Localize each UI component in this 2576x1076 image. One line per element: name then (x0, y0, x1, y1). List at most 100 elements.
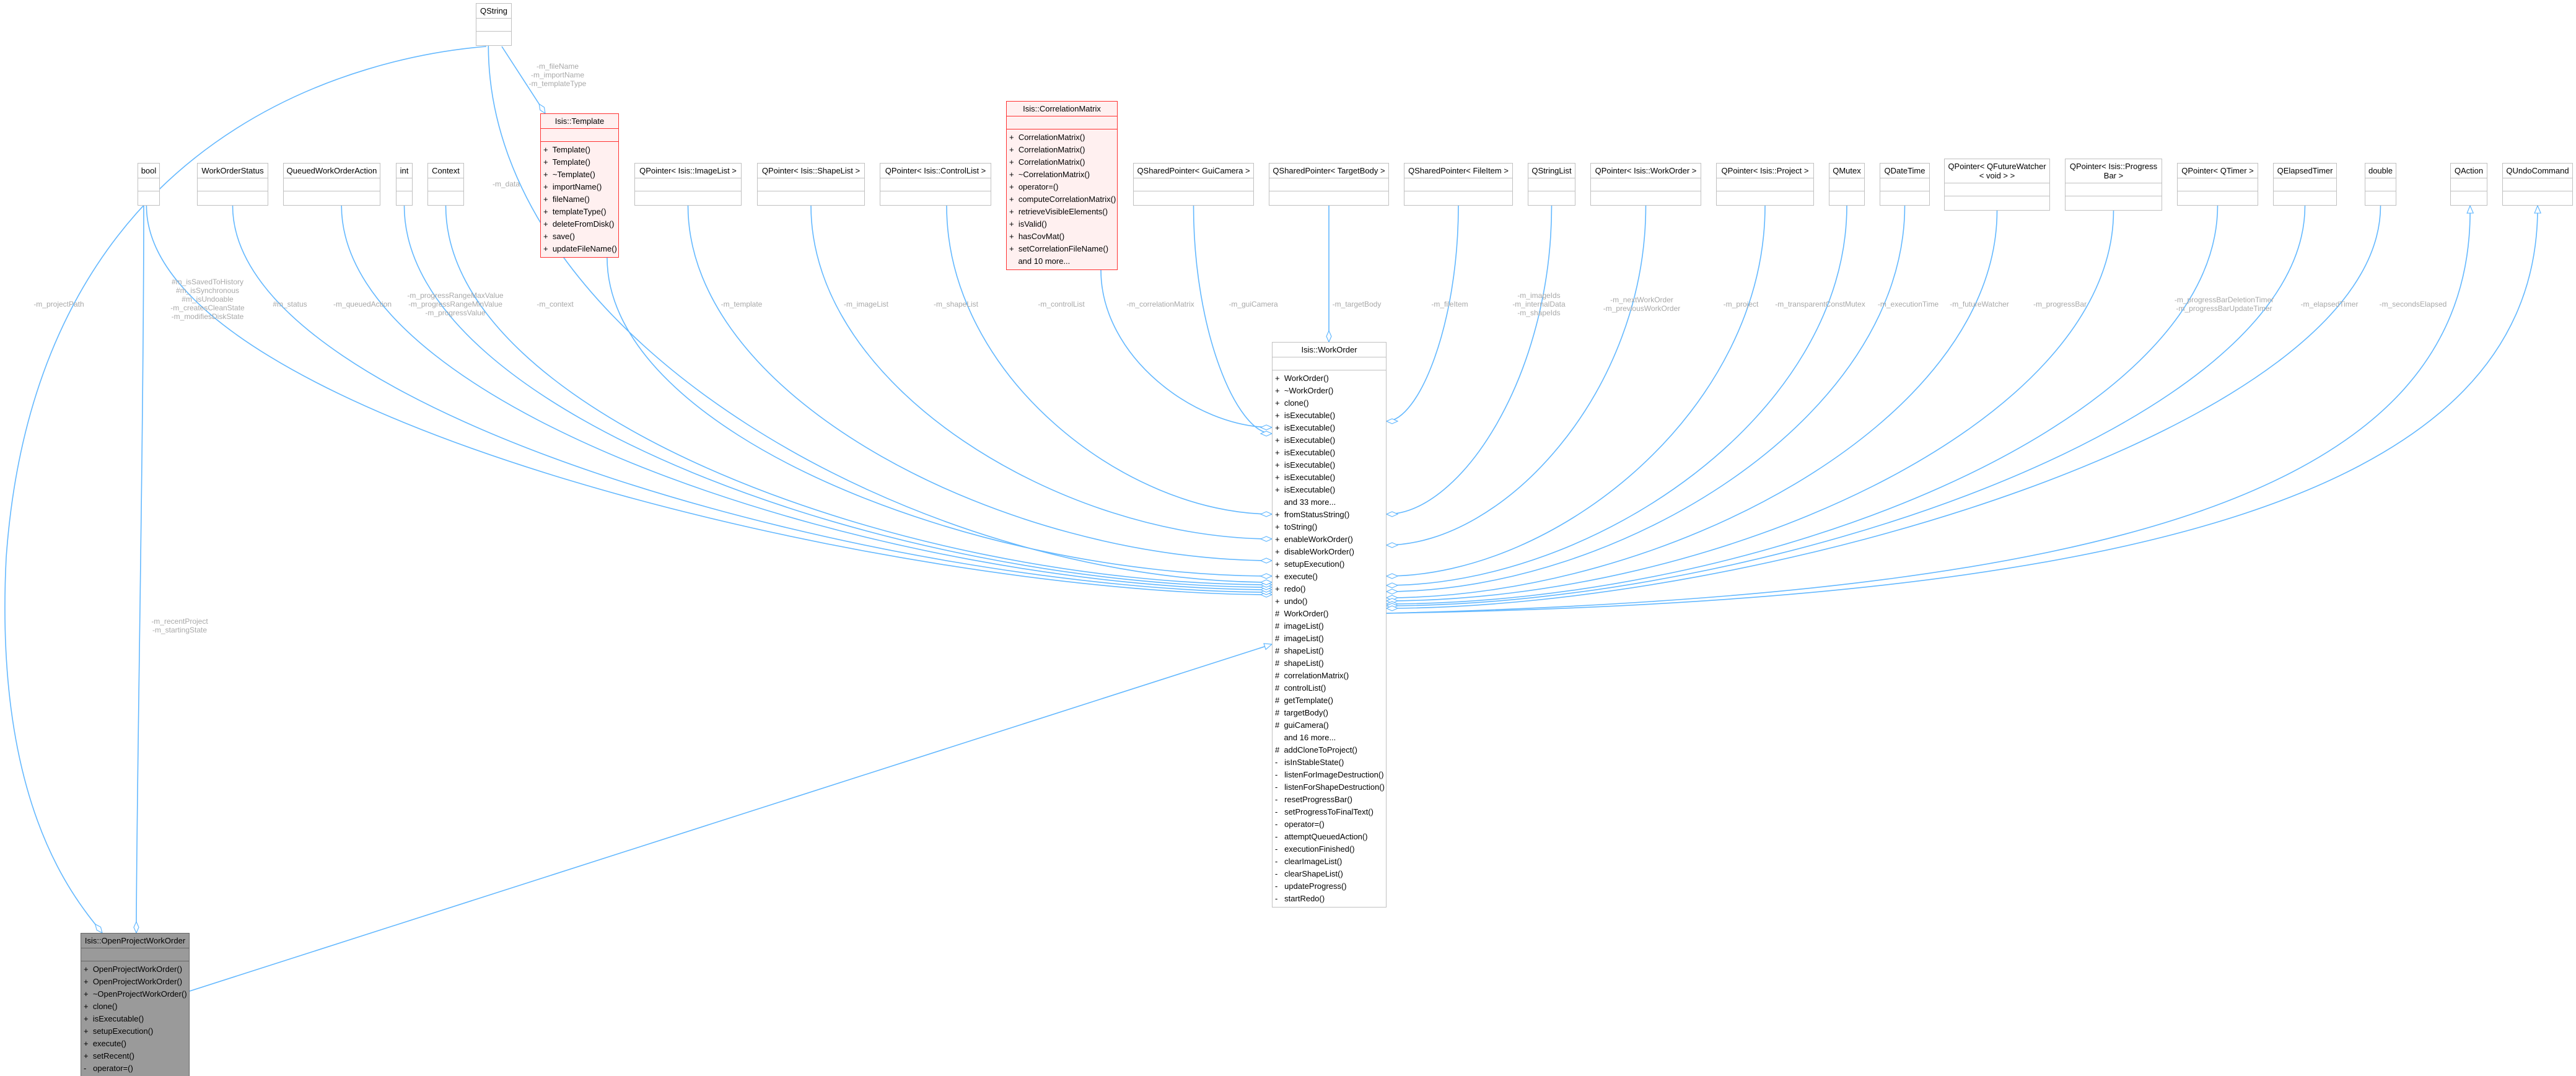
class-box-correlationmatrix[interactable]: Isis::CorrelationMatrix+ CorrelationMatr… (1006, 101, 1118, 270)
method-item[interactable]: # getTemplate() (1275, 696, 1333, 705)
method-item[interactable]: - startRedo() (1275, 894, 1325, 903)
class-box-double[interactable]: double (2365, 163, 2396, 206)
method-item[interactable]: # shapeList() (1275, 646, 1324, 655)
class-title[interactable]: WorkOrderStatus (198, 164, 268, 178)
method-item[interactable]: + disableWorkOrder() (1275, 547, 1354, 556)
method-item[interactable]: + isExecutable() (84, 1014, 144, 1023)
class-box-fileitem[interactable]: QSharedPointer< FileItem > (1404, 163, 1513, 206)
class-title[interactable]: QPointer< Isis::ControlList > (880, 164, 991, 178)
method-item[interactable]: + CorrelationMatrix() (1009, 157, 1085, 167)
method-item[interactable]: + toString() (1275, 522, 1318, 531)
method-item[interactable]: + execute() (84, 1039, 127, 1048)
method-item[interactable]: + isExecutable() (1275, 411, 1336, 420)
method-item[interactable]: + isValid() (1009, 219, 1047, 229)
method-item[interactable]: and 33 more... (1275, 497, 1336, 507)
method-item[interactable]: and 16 more... (1275, 733, 1336, 742)
method-item[interactable]: - resetProgressBar() (1275, 795, 1352, 804)
method-item[interactable]: - isInStableState() (1275, 758, 1344, 767)
class-box-int[interactable]: int (396, 163, 413, 206)
method-item[interactable]: + isExecutable() (1275, 423, 1336, 432)
class-box-workorderptr[interactable]: QPointer< Isis::WorkOrder > (1590, 163, 1701, 206)
method-item[interactable]: + computeCorrelationMatrix() (1009, 195, 1116, 204)
class-title[interactable]: QString (476, 4, 511, 19)
class-box-qaction[interactable]: QAction (2450, 163, 2487, 206)
method-item[interactable]: + importName() (543, 182, 602, 191)
method-item[interactable]: + CorrelationMatrix() (1009, 133, 1085, 142)
method-item[interactable]: # imageList() (1275, 634, 1324, 643)
class-box-bool[interactable]: bool (138, 163, 160, 206)
method-item[interactable]: + ~OpenProjectWorkOrder() (84, 989, 187, 999)
method-item[interactable]: + hasCovMat() (1009, 232, 1065, 241)
class-title[interactable]: Isis::CorrelationMatrix (1007, 102, 1117, 116)
method-item[interactable]: + isExecutable() (1275, 460, 1336, 470)
class-title[interactable]: Context (428, 164, 463, 178)
method-item[interactable]: # controlList() (1275, 683, 1326, 693)
method-item[interactable]: - listenForImageDestruction() (1275, 770, 1384, 779)
method-item[interactable]: - clearShapeList() (1275, 869, 1343, 878)
method-item[interactable]: + updateFileName() (543, 244, 617, 253)
class-title[interactable]: bool (138, 164, 159, 178)
class-title[interactable]: QPointer< Isis::ImageList > (635, 164, 741, 178)
class-title[interactable]: Isis::OpenProjectWorkOrder (81, 934, 189, 948)
class-title[interactable]: QElapsedTimer (2274, 164, 2336, 178)
class-box-workorderstatus[interactable]: WorkOrderStatus (197, 163, 268, 206)
class-box-controllist[interactable]: QPointer< Isis::ControlList > (880, 163, 991, 206)
class-title[interactable]: QSharedPointer< TargetBody > (1269, 164, 1388, 178)
class-box-qmutex[interactable]: QMutex (1829, 163, 1865, 206)
method-item[interactable]: + OpenProjectWorkOrder() (84, 964, 183, 974)
method-item[interactable]: + setupExecution() (1275, 559, 1345, 569)
method-item[interactable]: - clearImageList() (1275, 857, 1343, 866)
method-item[interactable]: + templateType() (543, 207, 607, 216)
class-box-queuedaction[interactable]: QueuedWorkOrderAction (283, 163, 380, 206)
method-item[interactable]: - operator=() (1275, 820, 1325, 829)
method-item[interactable]: + save() (543, 232, 575, 241)
method-item[interactable]: - attemptQueuedAction() (1275, 832, 1368, 841)
method-item[interactable]: + setupExecution() (84, 1026, 154, 1036)
method-item[interactable]: + isExecutable() (1275, 435, 1336, 445)
method-item[interactable]: and 10 more... (1009, 256, 1071, 266)
class-box-qtimer[interactable]: QPointer< QTimer > (2177, 163, 2258, 206)
class-title[interactable]: double (2365, 164, 2396, 178)
method-item[interactable]: - operator=() (84, 1064, 133, 1073)
class-box-futurewatcher[interactable]: QPointer< QFutureWatcher < void > > (1944, 159, 2050, 211)
class-title[interactable]: QSharedPointer< GuiCamera > (1134, 164, 1253, 178)
class-title[interactable]: int (396, 164, 412, 178)
method-item[interactable]: + deleteFromDisk() (543, 219, 615, 229)
method-item[interactable]: + retrieveVisibleElements() (1009, 207, 1108, 216)
method-item[interactable]: # imageList() (1275, 621, 1324, 631)
method-item[interactable]: - listenForShapeDestruction() (1275, 782, 1385, 792)
method-item[interactable]: + OpenProjectWorkOrder() (84, 977, 183, 986)
method-item[interactable]: + Template() (543, 145, 590, 154)
class-box-qstring[interactable]: QString (476, 3, 512, 46)
class-box-workorder[interactable]: Isis::WorkOrder+ WorkOrder()+ ~WorkOrder… (1272, 342, 1387, 908)
class-box-imagelist[interactable]: QPointer< Isis::ImageList > (634, 163, 742, 206)
method-item[interactable]: # shapeList() (1275, 658, 1324, 668)
method-item[interactable]: + isExecutable() (1275, 448, 1336, 457)
method-item[interactable]: + execute() (1275, 572, 1318, 581)
method-item[interactable]: + isExecutable() (1275, 473, 1336, 482)
method-item[interactable]: + setRecent() (84, 1051, 135, 1061)
method-item[interactable]: + ~WorkOrder() (1275, 386, 1334, 395)
method-item[interactable]: - executionFinished() (1275, 844, 1355, 854)
class-title[interactable]: Isis::Template (541, 114, 618, 129)
class-box-context[interactable]: Context (427, 163, 464, 206)
class-title[interactable]: QueuedWorkOrderAction (284, 164, 380, 178)
method-item[interactable]: + CorrelationMatrix() (1009, 145, 1085, 154)
class-box-targetbody[interactable]: QSharedPointer< TargetBody > (1269, 163, 1389, 206)
class-box-template[interactable]: Isis::Template+ Template()+ Template()+ … (540, 113, 619, 258)
method-item[interactable]: + redo() (1275, 584, 1306, 593)
class-box-guicamera[interactable]: QSharedPointer< GuiCamera > (1133, 163, 1254, 206)
class-title[interactable]: QPointer< Isis::Progress Bar > (2066, 159, 2162, 183)
class-box-qstringlist[interactable]: QStringList (1528, 163, 1575, 206)
method-item[interactable]: - setProgressToFinalText() (1275, 807, 1373, 816)
method-item[interactable]: + clone() (1275, 398, 1309, 408)
class-title[interactable]: QPointer< Isis::WorkOrder > (1591, 164, 1701, 178)
method-item[interactable]: + setCorrelationFileName() (1009, 244, 1109, 253)
class-title[interactable]: QMutex (1829, 164, 1864, 178)
class-box-openproject[interactable]: Isis::OpenProjectWorkOrder+ OpenProjectW… (81, 933, 190, 1076)
class-box-qdatetime[interactable]: QDateTime (1880, 163, 1930, 206)
class-title[interactable]: QDateTime (1880, 164, 1929, 178)
method-item[interactable]: # correlationMatrix() (1275, 671, 1349, 680)
method-item[interactable]: + WorkOrder() (1275, 374, 1329, 383)
class-title[interactable]: QPointer< QFutureWatcher < void > > (1945, 159, 2049, 183)
